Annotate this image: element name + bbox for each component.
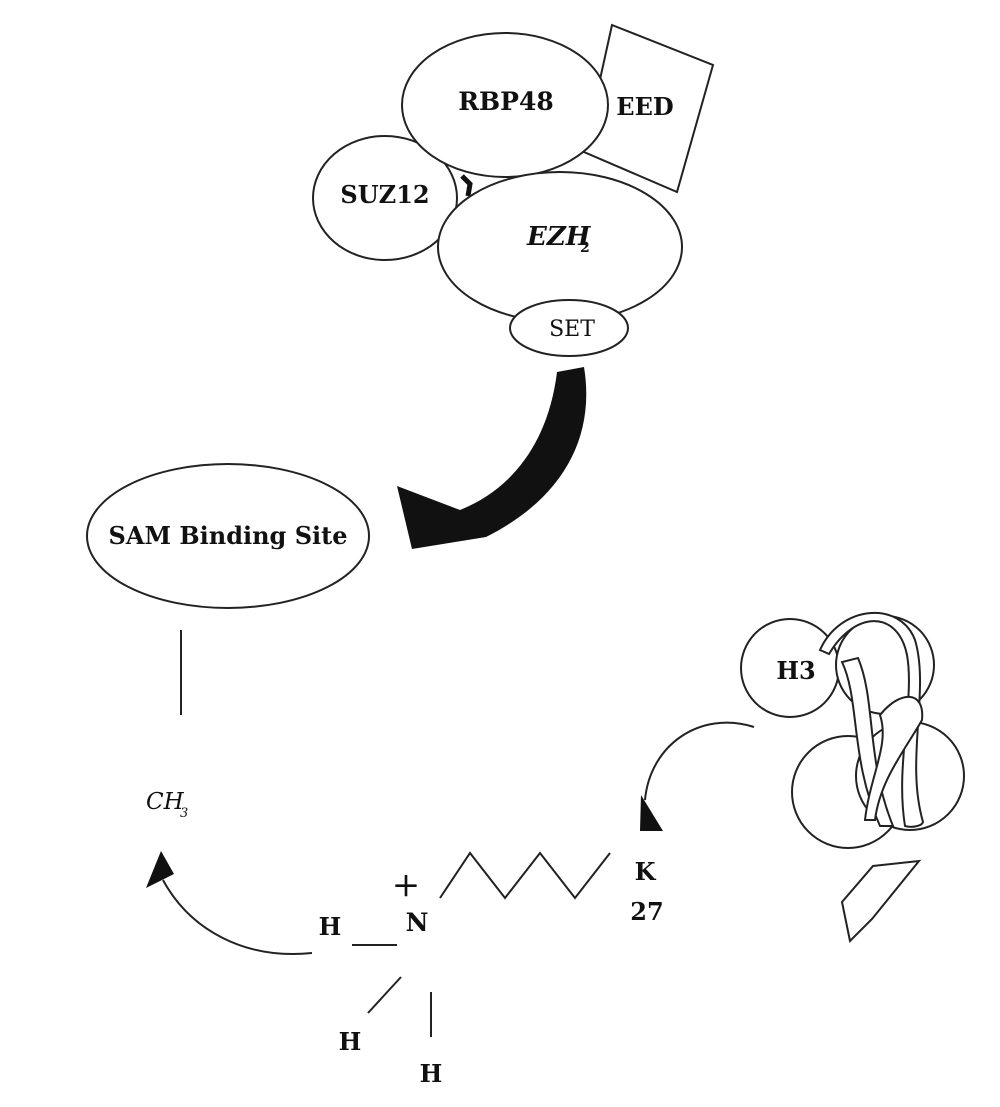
sam-binding-site (86, 463, 370, 609)
dna-wrap-front (818, 611, 925, 828)
methyl-transfer-arrowhead (146, 851, 174, 888)
rbp48-label: RBP48 (458, 87, 554, 116)
dna-wrap-middle (840, 656, 895, 827)
lysine-side-chain (439, 851, 611, 900)
suz12-ezh2-connector (460, 174, 473, 197)
methyl-transfer-arrow (162, 879, 313, 955)
ezh2-label: EZH (526, 222, 592, 252)
nucleosome: H3 (740, 611, 965, 849)
eed-label: EED (616, 92, 673, 121)
hydrogen-left-label: H (319, 912, 342, 941)
sam-binding-site-label: SAM Binding Site (108, 521, 347, 550)
histone-tail-arrow (644, 721, 755, 801)
methyl-subscript: 3 (180, 806, 188, 821)
prc2-complex: RBP48 EED SUZ12 EZH 2 SET (312, 23, 715, 357)
lysine-position-label: 27 (630, 897, 663, 926)
lysine-27-residue: + N H H H K 27 (319, 851, 664, 1088)
hydrogen-bottom-label: H (420, 1059, 443, 1088)
set-label: SET (549, 317, 595, 342)
methyl-label: CH (146, 789, 185, 815)
rbp48-subunit (401, 32, 609, 178)
histone-h3-label: H3 (776, 656, 815, 685)
big-curved-arrow (397, 367, 587, 549)
hydrogen-lower-left-label: H (339, 1027, 362, 1056)
suz12-label: SUZ12 (340, 180, 429, 209)
ezh2-subscript: 2 (580, 240, 590, 256)
dna-fragment (840, 859, 922, 944)
lysine-k-label: K (635, 857, 657, 886)
suz12-subunit (312, 135, 458, 261)
histone-tail-arrowhead (640, 795, 663, 831)
n-h-bond-lower-left (367, 976, 402, 1014)
set-domain (509, 299, 629, 357)
dna-wrap-inner (863, 695, 924, 821)
nitrogen-label: N (406, 908, 429, 937)
positive-charge: + (392, 865, 421, 905)
